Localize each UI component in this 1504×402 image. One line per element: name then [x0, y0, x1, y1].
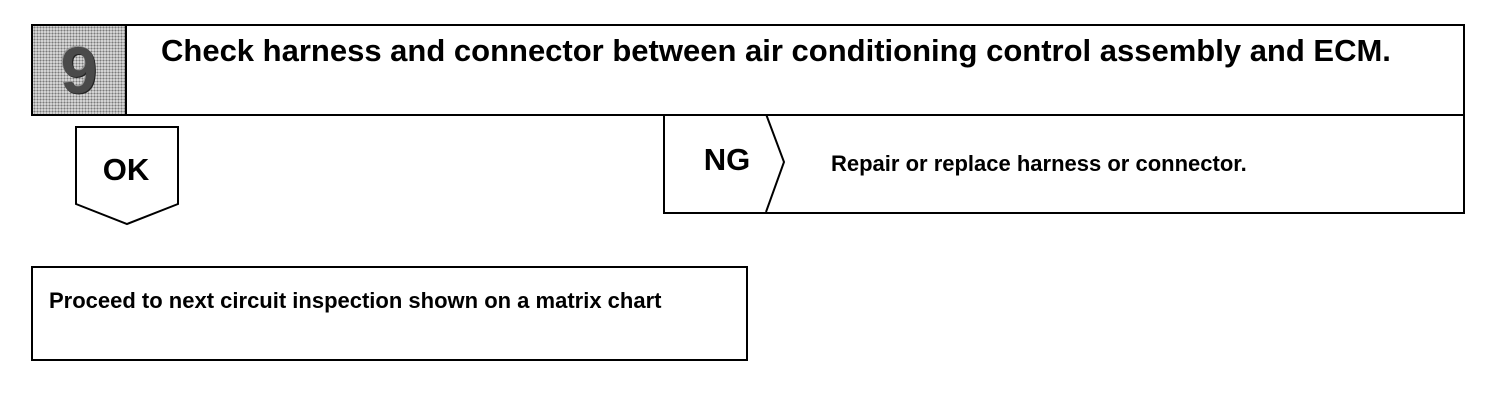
- step-title: Check harness and connector between air …: [161, 33, 1391, 68]
- ng-action-text: Repair or replace harness or connector.: [831, 151, 1247, 176]
- ng-result-box: NG Repair or replace harness or connecto…: [663, 114, 1465, 214]
- next-step-box: Proceed to next circuit inspection shown…: [31, 266, 748, 361]
- ng-chevron-divider: [765, 114, 786, 212]
- ok-arrow-shape: [75, 126, 179, 226]
- step-header: 9 Check harness and connector between ai…: [31, 24, 1465, 116]
- step-number-badge: 9: [33, 26, 127, 114]
- ok-label: OK: [102, 152, 150, 187]
- step-number: 9: [60, 33, 98, 107]
- ng-label: NG: [703, 142, 751, 177]
- next-step-text: Proceed to next circuit inspection shown…: [49, 288, 662, 313]
